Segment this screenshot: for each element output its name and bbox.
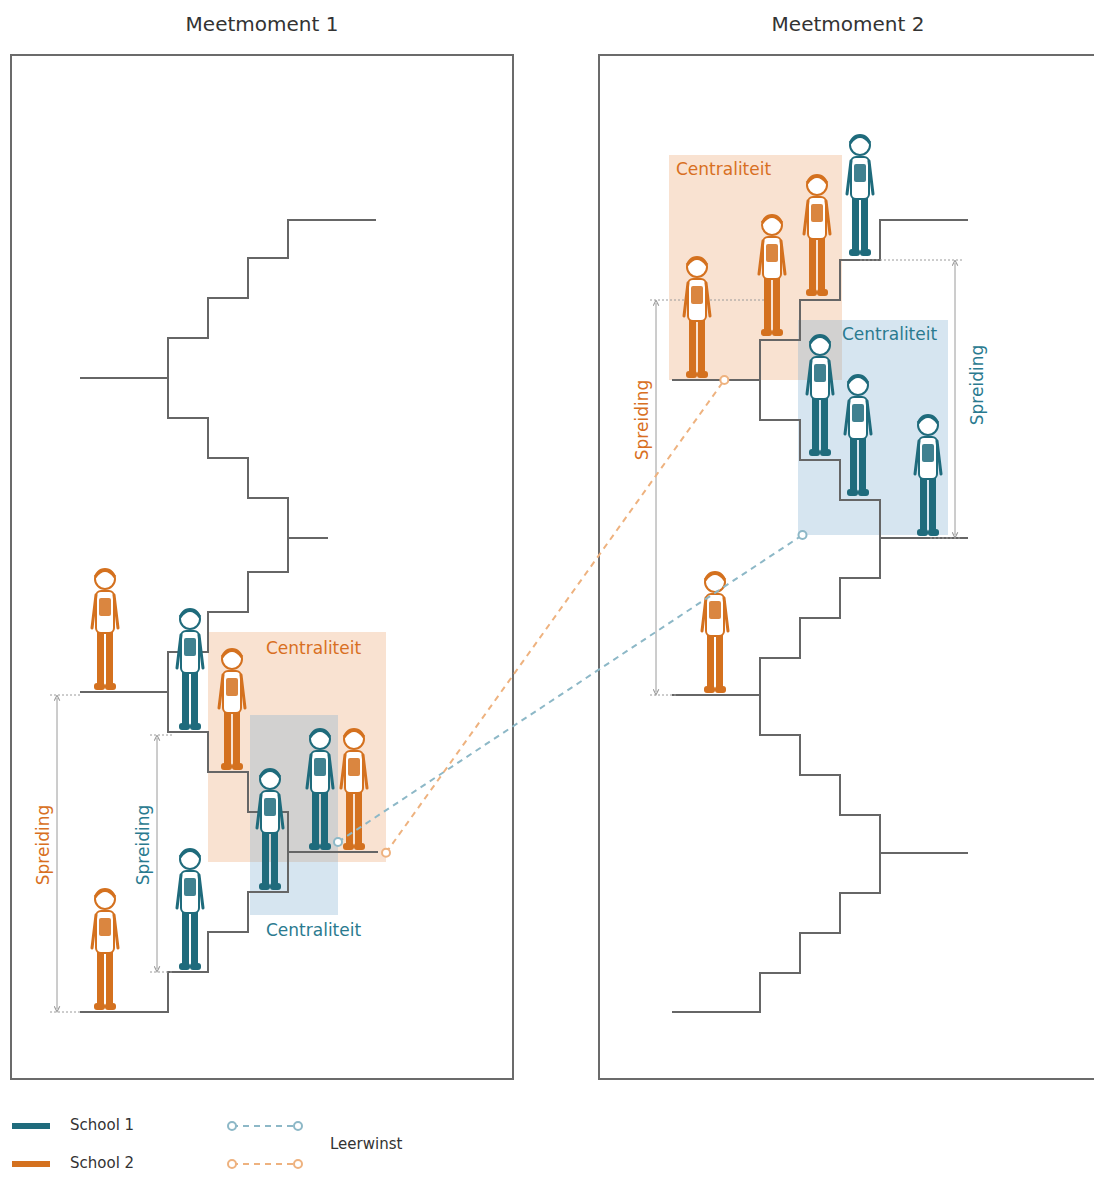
legend-swatch (12, 1161, 50, 1167)
node-label: Centraliteit (266, 638, 361, 658)
node-label: Meetmoment 1 (10, 12, 514, 36)
dimension-line (50, 260, 962, 1012)
measurement-panel: Meetmoment 2CentraliteitCentraliteit (598, 54, 1094, 1080)
node-label: Meetmoment 2 (598, 12, 1094, 36)
dimension-label: Spreiding (632, 380, 652, 460)
legend-text: School 2 (70, 1154, 134, 1172)
legend-text: School 1 (70, 1116, 134, 1134)
learning-gain-connector (382, 376, 728, 857)
dimension-label: Spreiding (133, 805, 153, 885)
staircase (672, 220, 968, 1012)
dimension-label: Spreiding (33, 805, 53, 885)
learning-gain-connector (334, 531, 807, 846)
node-label: Centraliteit (676, 159, 771, 179)
dimension-label: Spreiding (967, 345, 987, 425)
legend-swatch (12, 1123, 50, 1129)
node-label: Centraliteit (842, 324, 937, 344)
measurement-panel: Meetmoment 1CentraliteitCentraliteit (10, 54, 514, 1080)
centrality-band: Centraliteit (250, 715, 338, 915)
node-label: Centraliteit (266, 920, 361, 940)
centrality-band: Centraliteit (798, 320, 948, 535)
staircase (80, 220, 378, 1012)
student-figures (92, 135, 941, 1010)
legend-line-sample (228, 1122, 302, 1168)
legend-text: Leerwinst (330, 1135, 402, 1153)
